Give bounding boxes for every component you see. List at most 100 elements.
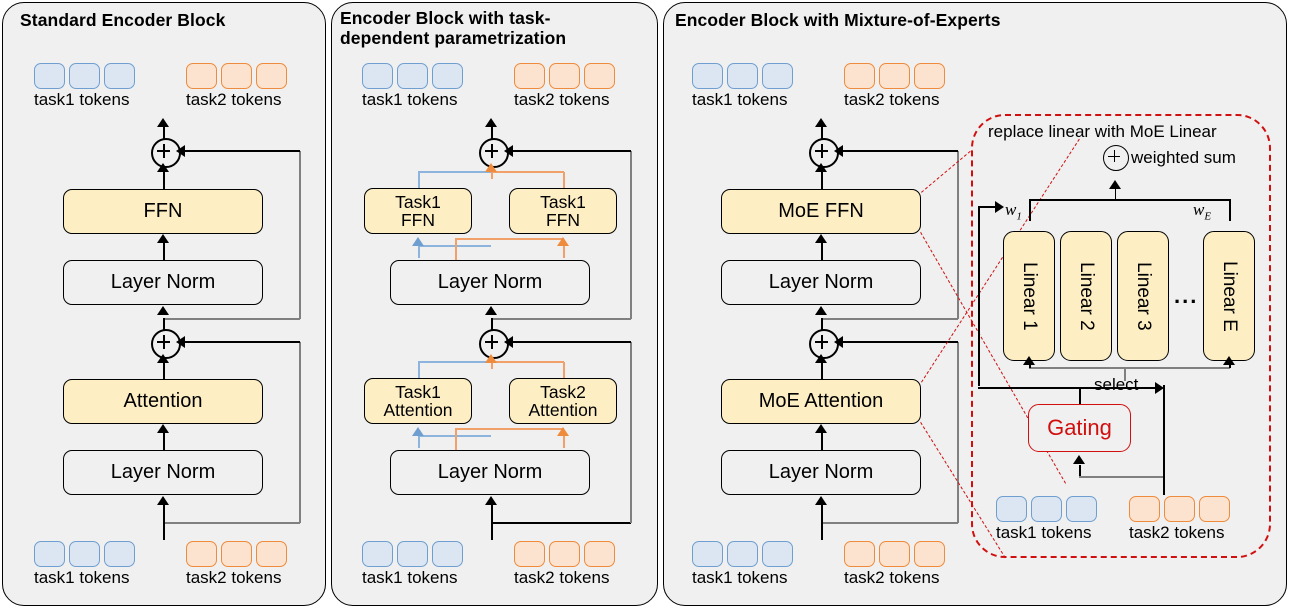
p2-residual-top-in (510, 150, 631, 152)
moe-expert-linear-e[interactable]: Linear E (1203, 231, 1255, 361)
p1-top-task2-tokens: task2 tokens (186, 63, 287, 110)
token-chip (34, 63, 65, 89)
p2-norm-split-v (455, 238, 457, 260)
p3-residual-bottom-v (957, 342, 959, 523)
token-chip (34, 541, 65, 567)
moe-weighted-sum-label: weighted sum (1131, 148, 1236, 167)
token-group-label: task1 tokens (692, 568, 788, 587)
token-group-label: task2 tokens (844, 90, 940, 109)
p2-norm2-split-v (455, 428, 457, 450)
token-chip (1031, 496, 1062, 522)
token-group-label: task1 tokens (34, 90, 130, 109)
p2-norm2-to-attnleft-arrow (412, 427, 424, 436)
moe-expert-linear-3[interactable]: Linear 3 (1117, 231, 1169, 361)
p2-residual-bottom-in (510, 341, 631, 343)
p1-residual-top-in (182, 150, 300, 152)
token-chip (1199, 496, 1230, 522)
moe-weighted-sum-add (1103, 145, 1129, 171)
moe-expert-linear-1[interactable]: Linear 1 (1003, 231, 1055, 361)
moe-weight-first-label: w1 (1005, 200, 1022, 222)
token-group-label: task2 tokens (514, 90, 610, 109)
token-chip (186, 63, 217, 89)
moe-expert-in-right-arrow (1223, 356, 1235, 365)
p1-layer-norm-bottom[interactable]: Layer Norm (63, 450, 263, 495)
token-chip (844, 541, 875, 567)
token-chip (692, 541, 723, 567)
p2-residual-top-h (491, 318, 631, 320)
token-chip (256, 541, 287, 567)
moe-weight-first-subscript: 1 (1016, 210, 1022, 223)
p1-norm-in-arrow (157, 306, 169, 315)
p3-norm-in-line (821, 318, 823, 330)
p2-norm-to-ffnleft-arrow (412, 237, 424, 246)
p3-residual-top-arrowhead (834, 145, 843, 157)
p2-task1-ffn-right-label: Task1 FFN (540, 191, 586, 230)
moe-weight-last-label: wE (1193, 200, 1211, 222)
token-chip (514, 541, 545, 567)
p1-ffn-block[interactable]: FFN (63, 189, 263, 234)
token-chip (362, 63, 393, 89)
p2-norm-in-line (491, 318, 493, 330)
p2-ffn-merge-up (491, 171, 493, 179)
p2-output-arrow (485, 118, 497, 127)
moe-expert-linear-2[interactable]: Linear 2 (1060, 231, 1112, 361)
p3-norm2-to-attn-arrow (815, 424, 827, 433)
token-chip (397, 541, 428, 567)
p1-input-line (163, 500, 165, 540)
p2-layer-norm-bottom[interactable]: Layer Norm (390, 450, 590, 495)
panel-task-dependent-title-line1: Encoder Block with task- (340, 8, 551, 28)
p2-ffn-right-out-v (563, 172, 565, 188)
p1-norm-in-line (163, 318, 165, 330)
moe-gating-block[interactable]: Gating (1028, 404, 1131, 452)
moe-detail-task2-tokens: task2 tokens (1129, 496, 1230, 543)
token-chip (762, 541, 793, 567)
p3-moe-ffn-block[interactable]: MoE FFN (721, 189, 921, 234)
token-chip (584, 63, 615, 89)
p1-norm2-to-attn-arrow (157, 424, 169, 433)
p2-ffn-merge-arrow (485, 163, 497, 172)
p2-task2-attention[interactable]: Task2 Attention (509, 378, 617, 424)
p2-task1-ffn-left[interactable]: Task1 FFN (364, 188, 472, 234)
token-chip (432, 541, 463, 567)
p2-task1-attention[interactable]: Task1 Attention (364, 378, 472, 424)
token-group-label: task2 tokens (844, 568, 940, 587)
p2-norm2-to-attnright-arrow (557, 427, 569, 436)
moe-select-to-gating (1079, 387, 1081, 405)
p2-layer-norm-top[interactable]: Layer Norm (390, 260, 590, 305)
token-chip (549, 63, 580, 89)
p2-bottom-task1-tokens: task1 tokens (362, 541, 463, 588)
token-group-label: task1 tokens (362, 568, 458, 587)
p2-attn-merge-arrow (485, 354, 497, 363)
moe-expert-in-feed-v (1124, 367, 1126, 381)
p3-input-line (821, 500, 823, 540)
p3-residual-top-h (821, 318, 958, 320)
p3-layer-norm-top[interactable]: Layer Norm (721, 260, 921, 305)
p1-norm-to-ffn-arrow (157, 234, 169, 243)
p3-norm-to-ffn-line (821, 239, 823, 261)
token-chip (104, 541, 135, 567)
p2-attn-right-out-h (491, 361, 564, 363)
p3-bottom-task2-tokens: task2 tokens (844, 541, 945, 588)
p1-attn-to-add-arrow (157, 354, 169, 363)
moe-expert-in-left-arrow (1023, 356, 1035, 365)
p3-layer-norm-bottom[interactable]: Layer Norm (721, 450, 921, 495)
moe-expert-input-bus (1029, 367, 1230, 369)
p2-ffn-left-out-h (418, 171, 491, 173)
p3-moe-attention-block[interactable]: MoE Attention (721, 379, 921, 424)
p2-task1-ffn-right[interactable]: Task1 FFN (509, 188, 617, 234)
p1-layer-norm-top[interactable]: Layer Norm (63, 260, 263, 305)
p2-norm-to-ffnleft-v (418, 246, 420, 258)
moe-token-feed-v (1163, 385, 1165, 495)
token-chip (844, 63, 875, 89)
p2-residual-bottom-v (630, 342, 632, 523)
p1-input-arrow (157, 496, 169, 505)
p2-ffn-right-out-h (491, 171, 564, 173)
p1-attention-block[interactable]: Attention (63, 379, 263, 424)
p1-ffn-to-add-line (163, 168, 165, 190)
p2-residual-top-v (630, 151, 632, 319)
moe-weight-last-subscript: E (1204, 210, 1212, 223)
token-group-label: task2 tokens (186, 568, 282, 587)
token-chip (584, 541, 615, 567)
token-chip (549, 541, 580, 567)
token-group-label: task2 tokens (514, 568, 610, 587)
